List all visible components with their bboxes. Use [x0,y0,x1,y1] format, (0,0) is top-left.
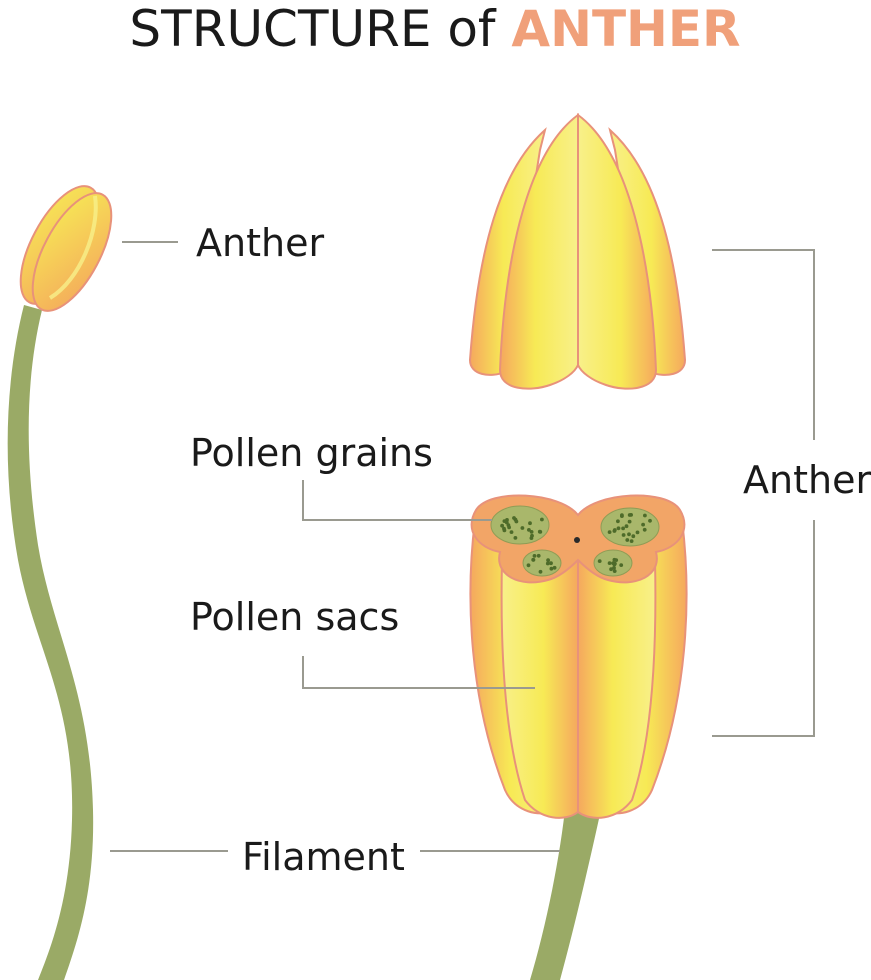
label-pollen-sacs: Pollen sacs [190,595,399,639]
pollen-grain-dot [620,513,624,518]
pollen-grain-dot [597,559,602,563]
anther-inner-lobe-left [498,113,579,390]
pollen-grain-dot [612,528,617,532]
pollen-grain-dot [538,569,543,574]
pollen-grain-dot [648,518,652,523]
label-anther-right: Anther [743,458,871,502]
pollen-grain-dot [528,521,532,526]
section-lobe-mid-right [577,559,657,819]
pollen-grain-dot [500,523,504,528]
pollen-grain-dot [621,533,626,537]
pollen-grain-dot [607,561,612,565]
pollen-grain-dot [538,530,543,534]
pollen-grain-dot [612,557,617,562]
pollen-grain-dot [635,530,640,535]
pollen-grain-dot [527,528,531,532]
pollen-grain-dot [530,533,534,538]
anther-outer-lobe-right [608,127,687,376]
leader-pollen-sacs [302,656,535,689]
title-accent: ANTHER [511,0,740,58]
pollen-grain-dot [643,513,647,518]
pollen-grain-dot [549,566,554,571]
pollen-grain-dot [504,520,509,525]
pollen-grain-dot [512,516,516,520]
pollen-grain-dot [611,561,616,566]
pollen-grain-dot [612,566,616,570]
label-pollen-grains: Pollen grains [190,431,433,475]
pollen-grain-dot [627,513,632,517]
pollen-grain-dot [502,528,507,533]
pollen-grain-dot [509,530,514,534]
anther-outer-lobe-left [468,127,547,376]
anther-inner-lobe-right [577,113,658,390]
pollen-grain-dot [536,553,541,558]
left-filament [7,305,94,980]
pollen-grain-dot [642,527,647,532]
pollen-grain-dot [529,530,534,534]
pollen-grain-dot [627,519,632,524]
right-filament [530,800,602,980]
pollen-grain-dot [625,538,630,542]
whole-stamen [7,185,113,980]
anther-cross-section [469,494,688,980]
section-lobe-mid-left [500,559,579,819]
anther-bracket-top [712,249,815,440]
pollen-grain-dot [621,526,625,531]
pollen-grain-dot [532,554,537,558]
pollen-grain-dot [612,569,617,573]
anther-exterior [468,113,687,390]
pollen-grain-dot [546,558,550,563]
title-main: STRUCTURE of [129,0,511,58]
pollen-grain-dot [531,557,536,562]
cross-section-center [574,537,580,543]
pollen-grain-dot [616,519,620,524]
pollen-grains [500,513,652,574]
leader-pollen-grains [302,480,492,521]
page-title: STRUCTURE of ANTHER [129,0,740,58]
pollen-grain-dot [526,563,531,568]
pollen-grain-dot [627,532,631,537]
pollen-grain-dot [513,536,518,540]
pollen-sac-upper-left [490,505,550,545]
pollen-grain-dot [609,567,613,572]
pollen-grain-dot [507,525,511,530]
pollen-grain-dot [607,530,612,534]
pollen-grain-dot [520,526,525,530]
pollen-grain-dot [631,534,636,539]
pollen-sac-upper-right [600,507,660,547]
label-anther-left: Anther [196,221,324,265]
anther-bracket-bottom [712,520,815,737]
pollen-grain-dot [552,565,557,570]
pollen-grain-dot [624,524,629,529]
pollen-grain-dot [616,526,621,531]
pollen-grain-dot [545,561,550,566]
pollen-grain-dot [629,539,634,543]
label-filament: Filament [242,835,405,879]
small-anther [19,185,113,312]
pollen-grain-dot [549,561,553,566]
pollen-grain-dot [641,522,645,527]
pollen-grain-dot [540,517,544,522]
pollen-grain-dot [619,563,624,567]
